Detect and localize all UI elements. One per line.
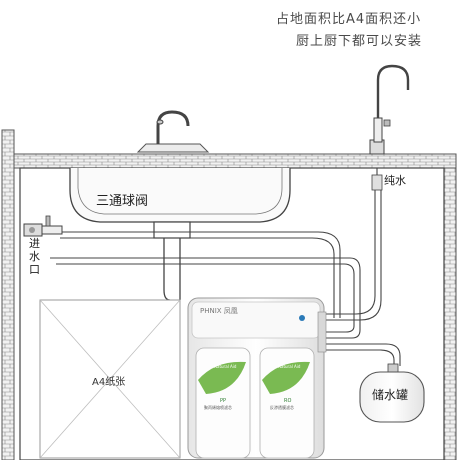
caption-line-2: 厨上厨下都可以安装 xyxy=(296,34,423,49)
water-inlet-label: 进水口 xyxy=(29,237,40,276)
filter-left-tag: PP xyxy=(220,398,227,404)
ball-valve-label: 三通球阀 xyxy=(96,194,149,209)
caption-line-1: 占地面积比A4面积还小 xyxy=(276,12,422,27)
right-cabinet-wall xyxy=(443,167,457,460)
ball-valve-icon xyxy=(23,215,63,237)
pure-water-label: 纯水 xyxy=(384,174,406,187)
filter-right-desc: 反渗透膜滤芯 xyxy=(270,405,294,410)
sink-basin xyxy=(69,168,291,239)
counter-faucet-icon xyxy=(136,110,210,153)
brand-logo: PHNIX 凤凰 xyxy=(200,307,238,315)
storage-tank xyxy=(359,363,425,423)
filter-left-name: Natural Aid xyxy=(214,364,237,369)
filter-right-name: Natural Aid xyxy=(278,364,301,369)
drain-pipe xyxy=(163,238,171,301)
filter-cartridge-right xyxy=(259,347,315,459)
a4-paper-label: A4纸张 xyxy=(92,377,126,388)
pure-water-connector-icon xyxy=(371,174,383,191)
storage-tank-label: 储水罐 xyxy=(372,388,409,402)
filter-left-desc: 聚丙烯熔喷滤芯 xyxy=(204,405,232,410)
countertop xyxy=(13,153,457,169)
a4-paper-sheet xyxy=(39,299,181,459)
pure-water-tap-icon xyxy=(369,64,410,155)
filter-right-tag: RO xyxy=(284,398,292,404)
left-wall xyxy=(1,129,15,460)
filter-cartridge-left xyxy=(195,347,251,459)
water-lines xyxy=(50,168,401,366)
